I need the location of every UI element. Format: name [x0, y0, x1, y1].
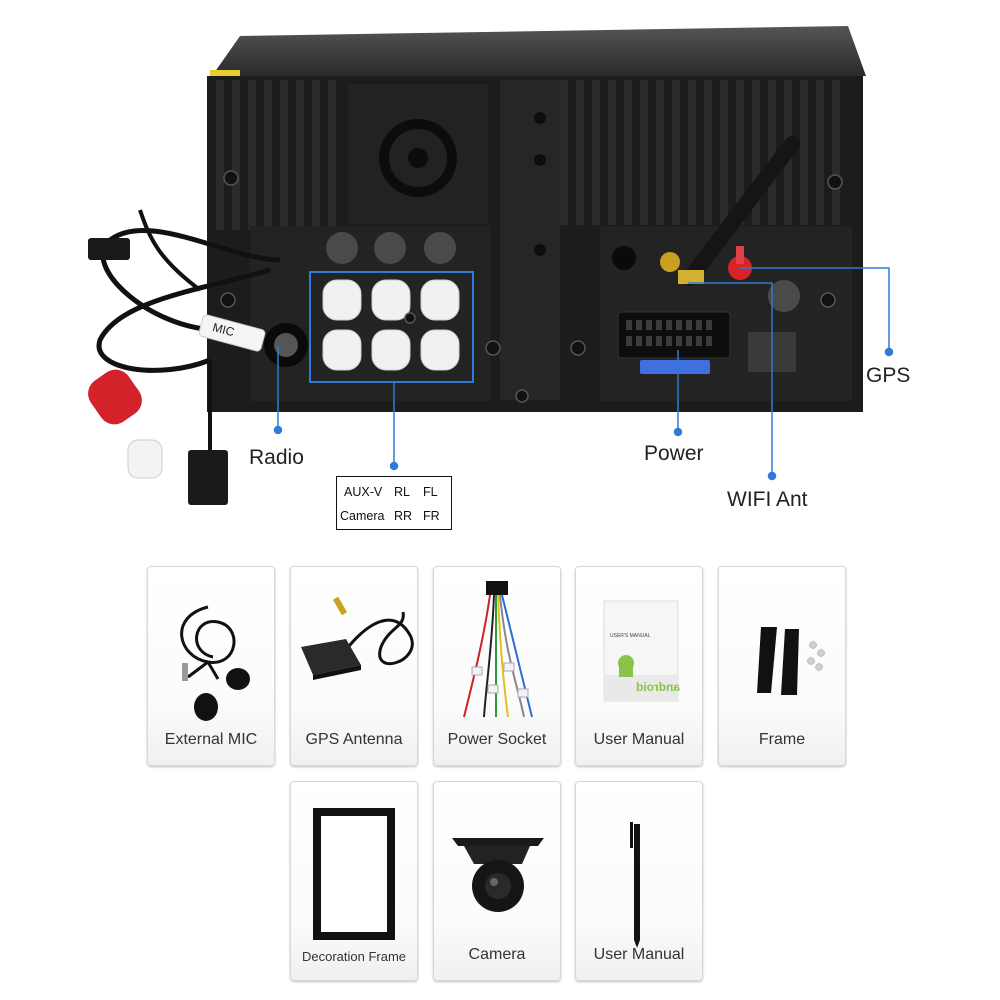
- wiring-harness-icon: [463, 581, 533, 718]
- accessory-label: User Manual: [593, 731, 685, 748]
- accessory-label: External MIC: [164, 731, 258, 748]
- rca-cell: RL: [394, 485, 410, 499]
- head-unit-rear-view: MIC: [88, 26, 894, 505]
- stylus-pen-icon: [630, 822, 640, 948]
- accessory-card-frame: Frame: [718, 566, 846, 766]
- accessory-card-decoration-frame: Decoration Frame: [290, 781, 418, 981]
- rca-cell: AUX-V: [344, 485, 383, 499]
- rca-table-row: Camera RR FR: [337, 504, 451, 528]
- manual-cover-title: USER'S MANUAL: [610, 633, 651, 639]
- rca-output-table: AUX-V RL FL Camera RR FR: [336, 476, 452, 530]
- rca-cell: Camera: [340, 509, 385, 523]
- accessory-label: Power Socket: [447, 731, 547, 748]
- gps-callout-label: GPS: [866, 364, 911, 387]
- camera-icon: [452, 838, 544, 912]
- accessory-card-camera: Camera: [433, 781, 561, 981]
- svg-text:MIC: MIC: [211, 320, 236, 339]
- radio-callout-label: Radio: [249, 446, 304, 469]
- accessory-label: User Manual: [593, 946, 685, 963]
- manual-cover-brand: android: [636, 680, 680, 694]
- gps-antenna-icon: [301, 596, 414, 680]
- rca-cell: FL: [423, 485, 438, 499]
- rca-table-row: AUX-V RL FL: [337, 480, 451, 504]
- power-callout-label: Power: [644, 442, 704, 465]
- accessory-card-power-socket: Power Socket: [433, 566, 561, 766]
- wifi-callout-label: WIFI Ant: [727, 488, 808, 511]
- accessory-label: GPS Antenna: [305, 731, 403, 748]
- rca-cell: FR: [423, 509, 440, 523]
- accessory-card-user-manual: USER'S MANUAL android User Manual: [575, 566, 703, 766]
- rca-cell: RR: [394, 509, 413, 523]
- accessory-label: Camera: [468, 946, 526, 963]
- decoration-frame-icon: [313, 808, 395, 940]
- accessory-label: Frame: [758, 731, 806, 748]
- accessory-card-gps-antenna: GPS Antenna: [290, 566, 418, 766]
- accessory-card-stylus: User Manual: [575, 781, 703, 981]
- manual-booklet-icon: [603, 600, 679, 702]
- microphone-icon: [180, 605, 250, 721]
- accessory-card-external-mic: External MIC: [147, 566, 275, 766]
- accessory-label: Decoration Frame: [301, 949, 407, 964]
- mounting-bracket-icon: [757, 627, 825, 695]
